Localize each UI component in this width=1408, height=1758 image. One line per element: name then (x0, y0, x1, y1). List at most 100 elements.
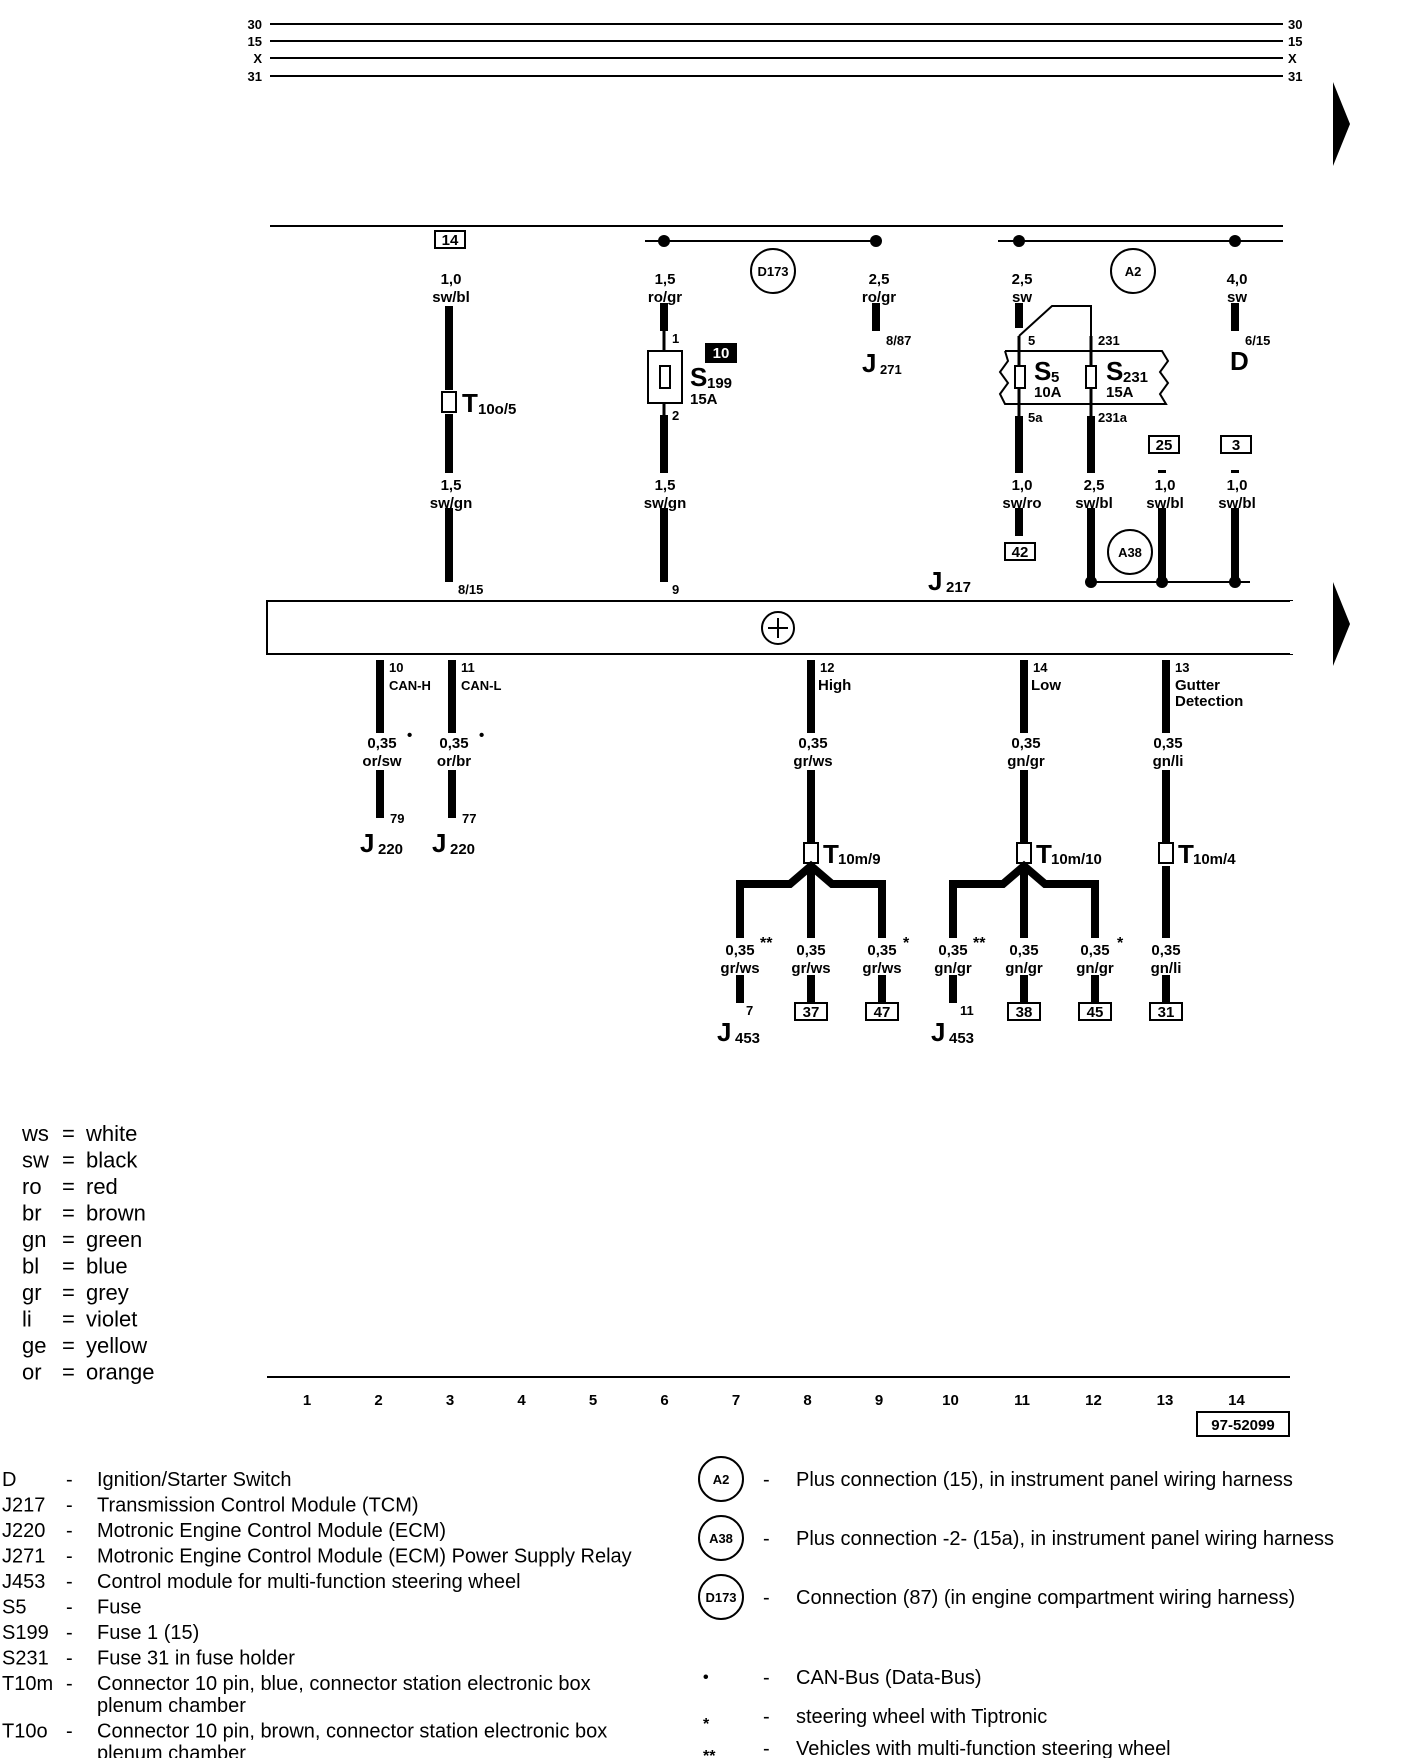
component-desc: Fuse 31 in fuse holder (97, 1648, 295, 1670)
j220-pin-79: 79 (390, 811, 404, 826)
color-code: li (22, 1307, 32, 1332)
wire-gauge: 0,35 (367, 735, 396, 752)
wire-color: gr/ws (862, 960, 901, 977)
track-number: 7 (732, 1392, 740, 1409)
color-code: ge (22, 1333, 46, 1358)
j271-pin: 8/87 (886, 333, 911, 348)
component-code: S5 (2, 1597, 26, 1619)
t10m-9-connector (803, 842, 819, 864)
track-number: 9 (875, 1392, 883, 1409)
pin-8-15: 8/15 (458, 582, 483, 597)
wire-color: or/br (437, 753, 471, 770)
rail-label-x-right: X (1288, 51, 1297, 66)
track-number: 1 (303, 1392, 311, 1409)
component-code: T10m (2, 1673, 53, 1695)
symbol-dash: - (763, 1706, 770, 1728)
component-code: J220 (2, 1520, 45, 1542)
high-label: High (818, 677, 851, 694)
t10m-10-connector (1016, 842, 1032, 864)
j217-sub: 217 (946, 579, 971, 596)
rail-label-x: X (253, 51, 262, 66)
track-number: 5 (589, 1392, 597, 1409)
wire-gauge: 1,0 (1155, 477, 1176, 494)
color-code: gr (22, 1280, 42, 1305)
connection-symbol (698, 1574, 744, 1620)
color-code: ws (21, 1121, 49, 1146)
track-number: 14 (1228, 1392, 1245, 1409)
component-desc: Transmission Control Module (TCM) (97, 1495, 419, 1517)
component-desc: Ignition/Starter Switch (97, 1469, 292, 1491)
s231-pin-in: 231 (1098, 333, 1120, 348)
wire-gauge: 0,35 (1080, 942, 1109, 959)
component-dash: - (66, 1597, 73, 1619)
j220-pin-77: 77 (462, 811, 476, 826)
component-dash: - (66, 1721, 73, 1743)
s199-rating: 15A (690, 391, 718, 408)
color-equals: = (62, 1280, 75, 1305)
wire-color: ro/gr (862, 289, 896, 306)
ref-10: 10 (713, 345, 730, 362)
wire-color: gr/ws (793, 753, 832, 770)
color-name: white (85, 1121, 137, 1146)
track-number: 13 (1157, 1392, 1174, 1409)
t10o-connector (441, 391, 457, 413)
component-dash: - (66, 1673, 73, 1695)
wire-gauge: 0,35 (798, 735, 827, 752)
pin-13: 13 (1175, 660, 1189, 675)
t10m-name: T (1036, 839, 1052, 869)
t10m-9-sub: 10m/9 (838, 851, 881, 868)
can-h-label: CAN-H (389, 678, 431, 693)
component-desc: Fuse 1 (15) (97, 1622, 199, 1644)
detection-label: Detection (1175, 693, 1243, 710)
component-dash: - (66, 1571, 73, 1593)
ref-box-14 (434, 230, 466, 249)
wire-gauge: 1,5 (655, 271, 676, 288)
wire-gauge: 2,5 (1012, 271, 1033, 288)
color-name: yellow (86, 1333, 147, 1358)
color-name: black (86, 1148, 138, 1173)
connection-a2 (1110, 248, 1156, 294)
wire-color: gn/gr (1007, 753, 1045, 770)
symbol-mark: • (703, 1669, 709, 1686)
color-name: violet (86, 1307, 137, 1332)
symbol-desc: steering wheel with Tiptronic (796, 1706, 1047, 1728)
component-desc: Control module for multi-function steeri… (97, 1571, 521, 1593)
t10m-4-sub: 10m/4 (1193, 851, 1236, 868)
symbol-mark: * (703, 1716, 710, 1733)
wire-color: sw/ro (1002, 495, 1041, 512)
connection-symbol-label: D173 (705, 1590, 736, 1605)
t10m-10-sub: 10m/10 (1051, 851, 1102, 868)
j453-pin-7: 7 (746, 1003, 753, 1018)
color-equals: = (62, 1148, 75, 1173)
component-desc: Motronic Engine Control Module (ECM) (97, 1520, 446, 1542)
branch-labels: 0,35 gr/ws ** 0,35 gr/ws 0,35 gr/ws * 0,… (720, 935, 1181, 977)
wire-color: sw/bl (1075, 495, 1113, 512)
t10o-sub: 10o/5 (478, 401, 516, 418)
wire-gauge: 2,5 (1084, 477, 1105, 494)
j453-label: J (931, 1017, 945, 1047)
t10m-name: T (823, 839, 839, 869)
ref-box-3 (1220, 435, 1252, 454)
color-equals: = (62, 1227, 75, 1252)
color-code: br (22, 1201, 42, 1226)
footnote-mark: ** (973, 935, 986, 952)
wire-gauge: 1,0 (1227, 477, 1248, 494)
rail-label-31-right: 31 (1288, 69, 1302, 84)
s199-pin-out: 2 (672, 408, 679, 423)
wire-color: gr/ws (791, 960, 830, 977)
color-name: red (86, 1174, 118, 1199)
s199-pin-in: 1 (672, 331, 679, 346)
ref-38: 38 (1016, 1004, 1033, 1021)
wire-gauge: 4,0 (1227, 271, 1248, 288)
fuse-bridge (1018, 305, 1092, 337)
component-dash: - (66, 1495, 73, 1517)
j271-sub: 271 (880, 362, 902, 377)
wire-color: sw (1227, 289, 1247, 306)
wire-gauge: 0,35 (1011, 735, 1040, 752)
ref-box-42 (1004, 542, 1036, 561)
s5-pin-out: 5a (1028, 410, 1043, 425)
can-bus-dot: • (479, 727, 484, 744)
ref-25: 25 (1156, 437, 1173, 454)
track-number: 11 (1014, 1392, 1030, 1409)
